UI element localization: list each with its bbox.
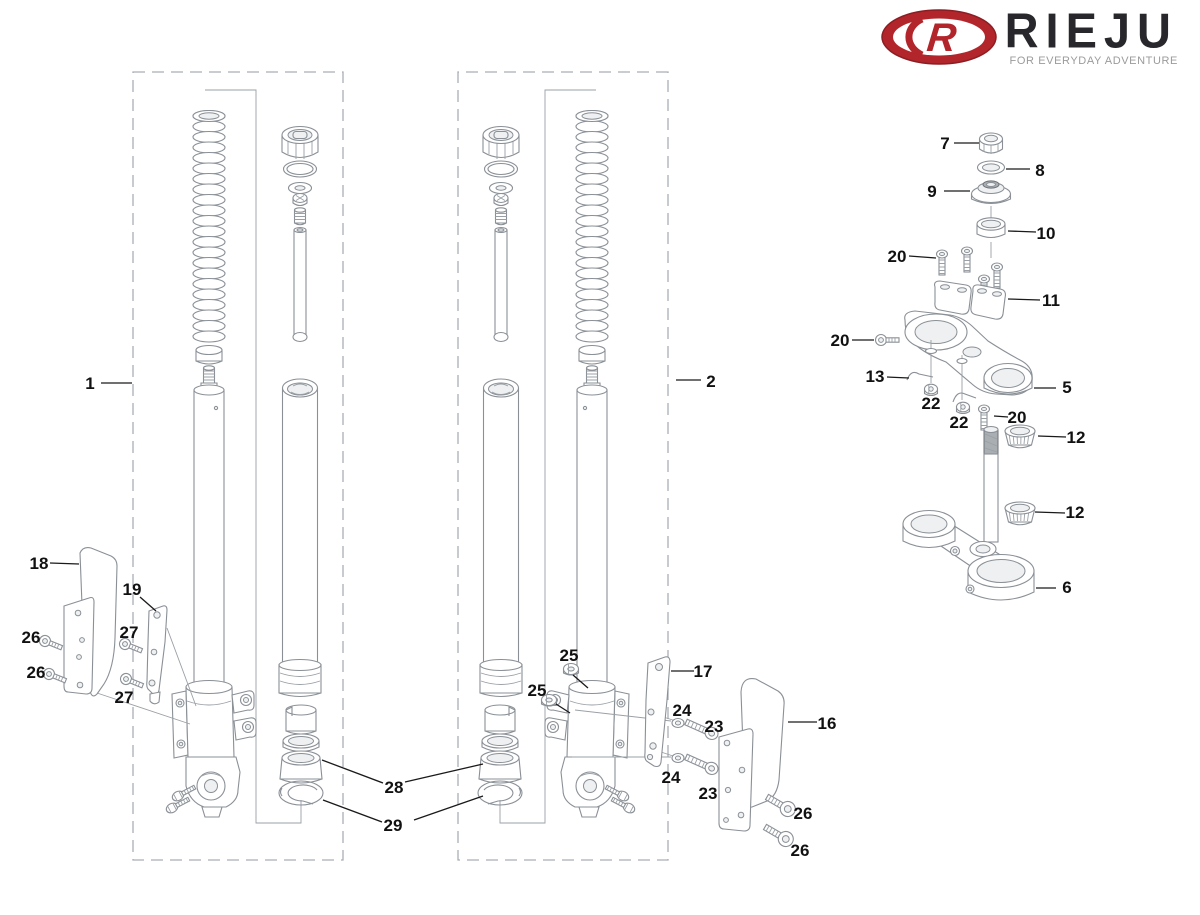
fork-leg-right-assembly <box>458 72 668 860</box>
callout-6: 6 <box>1062 578 1071 597</box>
alignment-lines <box>93 627 677 758</box>
callout-19: 19 <box>123 580 142 599</box>
fork-guard-18 <box>63 547 118 697</box>
callout-13: 13 <box>866 367 885 386</box>
callout-2: 2 <box>706 372 715 391</box>
callout-20c: 20 <box>1008 408 1027 427</box>
tapered-bearing-lower <box>1004 501 1036 526</box>
bracket-17 <box>644 656 671 768</box>
callout-12a: 12 <box>1067 428 1086 447</box>
callout-24a: 24 <box>673 701 692 720</box>
brand-logo: R RIEJU FOR EVERYDAY ADVENTURE <box>878 6 1178 68</box>
callout-20a: 20 <box>888 247 907 266</box>
callout-18: 18 <box>30 554 49 573</box>
lower-triple-clamp <box>902 509 1035 601</box>
callout-23b: 23 <box>699 784 718 803</box>
callout-7: 7 <box>940 134 949 153</box>
callout-28: 28 <box>385 778 404 797</box>
callout-labels: 1 2 5 6 7 8 9 10 11 12 12 13 16 17 18 19… <box>22 134 1086 860</box>
bearing-race <box>976 217 1006 239</box>
callout-8: 8 <box>1035 161 1044 180</box>
leader-lines <box>49 142 1067 823</box>
callout-27a: 27 <box>120 623 139 642</box>
callout-26a: 26 <box>22 628 41 647</box>
callout-17: 17 <box>694 662 713 681</box>
upper-triple-clamp <box>904 310 1033 396</box>
fork-guard-16 <box>718 677 785 832</box>
callout-5: 5 <box>1062 378 1071 397</box>
side-bolt-20 <box>874 333 900 347</box>
callout-29: 29 <box>384 816 403 835</box>
emblem-letter: R <box>924 16 958 60</box>
callout-12b: 12 <box>1066 503 1085 522</box>
steering-washer <box>976 160 1006 175</box>
callout-27b: 27 <box>115 688 134 707</box>
brand-emblem-icon: R <box>880 9 997 65</box>
tapered-bearing-upper <box>1004 424 1036 449</box>
callout-10: 10 <box>1037 224 1056 243</box>
stem-bolt-20 <box>977 404 991 431</box>
callout-22a: 22 <box>922 394 941 413</box>
steering-cap-nut <box>978 132 1004 154</box>
bracket-19 <box>146 605 168 705</box>
fork-leg-left-assembly <box>133 72 343 860</box>
callout-25b: 25 <box>528 681 547 700</box>
callout-23a: 23 <box>705 717 724 736</box>
brand-wordmark: RIEJU <box>1004 2 1178 59</box>
callout-26d: 26 <box>791 841 810 860</box>
clamp-studs-nuts-22 <box>923 340 971 415</box>
callout-24b: 24 <box>662 768 681 787</box>
callout-20b: 20 <box>831 331 850 350</box>
brand-tagline: FOR EVERYDAY ADVENTURE <box>1009 55 1178 67</box>
steering-stem <box>983 426 999 543</box>
bracket-washers-24 <box>671 717 685 764</box>
bracket-screws-27 <box>117 636 146 692</box>
callout-25a: 25 <box>560 646 579 665</box>
callout-26b: 26 <box>27 663 46 682</box>
callout-1: 1 <box>85 374 94 393</box>
callout-11: 11 <box>1042 291 1060 310</box>
callout-16: 16 <box>818 714 837 733</box>
callout-26c: 26 <box>794 804 813 823</box>
callout-22b: 22 <box>950 413 969 432</box>
bearing-cover <box>970 180 1012 205</box>
steering-stem-assembly <box>874 132 1036 601</box>
handlebar-riser-clamp <box>934 280 1006 320</box>
callout-9: 9 <box>927 182 936 201</box>
